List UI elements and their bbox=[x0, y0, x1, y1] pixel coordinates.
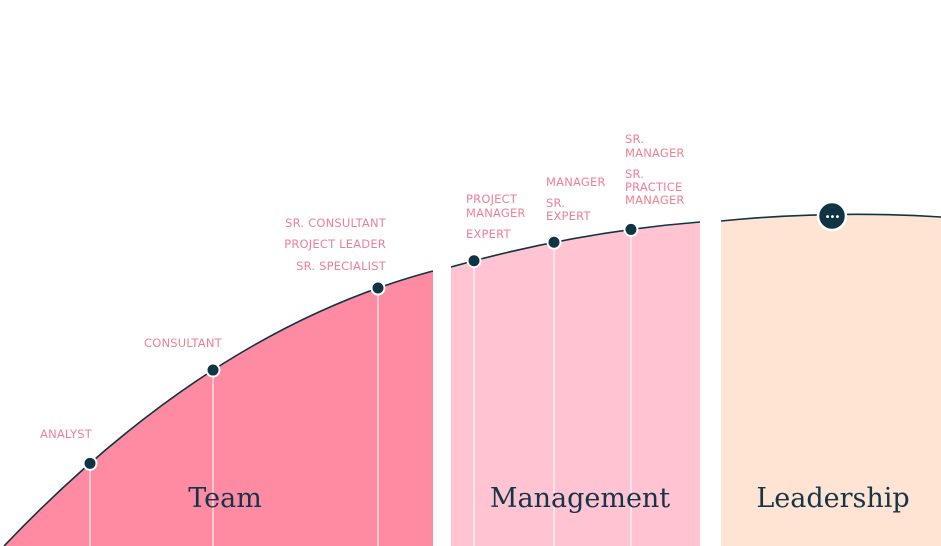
role-label-group-4: PROJECT MANAGER EXPERT bbox=[466, 192, 526, 241]
ellipsis-icon: ••• bbox=[825, 212, 840, 223]
more-marker: ••• bbox=[816, 200, 848, 232]
role-label-manager-2: MANAGER bbox=[546, 175, 606, 189]
team-area bbox=[4, 271, 433, 546]
milestone-marker-analyst bbox=[82, 455, 98, 471]
role-label-manager: MANAGER bbox=[466, 206, 526, 220]
more-marker-circle bbox=[816, 200, 848, 232]
milestone-markers bbox=[82, 221, 639, 471]
role-label-practice: PRACTICE bbox=[625, 180, 682, 194]
management-curve-line bbox=[450, 221, 701, 268]
role-label-group-6: SR. MANAGER SR. PRACTICE MANAGER bbox=[625, 132, 685, 207]
section-title-team: Team bbox=[188, 483, 262, 514]
milestone-guides bbox=[89, 229, 632, 546]
role-label-sr-consultant: SR. CONSULTANT bbox=[285, 216, 387, 230]
section-title-leadership: Leadership bbox=[756, 483, 909, 514]
section-title-management: Management bbox=[490, 483, 670, 514]
role-label-expert-2: EXPERT bbox=[546, 209, 591, 223]
milestone-marker-project-manager bbox=[466, 253, 482, 269]
milestone-marker-consultant bbox=[205, 362, 221, 378]
role-label-analyst: ANALYST bbox=[40, 427, 93, 441]
role-label-project: PROJECT bbox=[466, 192, 518, 206]
role-label-group-3: SR. CONSULTANT PROJECT LEADER SR. SPECIA… bbox=[284, 216, 387, 273]
milestone-marker-sr-manager bbox=[623, 221, 639, 237]
role-label-sr: SR. bbox=[546, 196, 565, 210]
management-area bbox=[451, 222, 700, 546]
role-label-manager-4: MANAGER bbox=[625, 193, 685, 207]
milestone-marker-sr-consultant bbox=[370, 280, 386, 296]
role-label-sr-2: SR. bbox=[625, 132, 644, 146]
role-label-consultant: CONSULTANT bbox=[144, 336, 223, 350]
role-label-expert: EXPERT bbox=[466, 227, 511, 241]
role-label-group-5: MANAGER SR. EXPERT bbox=[546, 175, 606, 223]
role-label-group-1: ANALYST bbox=[40, 427, 93, 441]
role-label-sr-specialist: SR. SPECIALIST bbox=[296, 259, 387, 273]
role-label-project-leader: PROJECT LEADER bbox=[284, 237, 386, 251]
leadership-area bbox=[721, 214, 941, 546]
role-label-group-2: CONSULTANT bbox=[144, 336, 223, 350]
role-label-manager-3: MANAGER bbox=[625, 146, 685, 160]
milestone-marker-manager bbox=[546, 234, 562, 250]
role-label-sr-3: SR. bbox=[625, 167, 644, 181]
